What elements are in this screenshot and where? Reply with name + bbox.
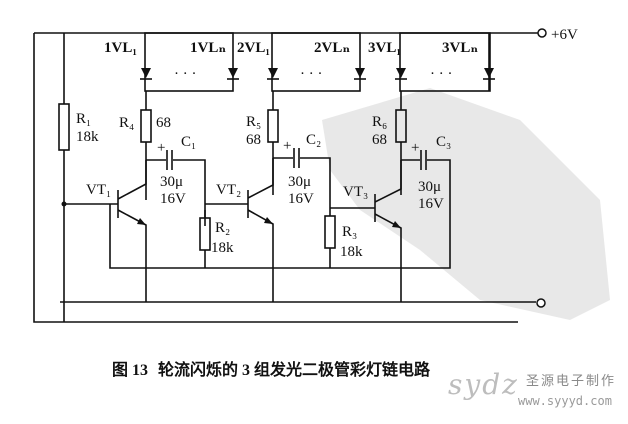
c3-wires bbox=[109, 159, 451, 269]
ground-terminal bbox=[536, 298, 546, 308]
led-label-2vln: 2VLₙ bbox=[314, 40, 350, 56]
c3-plates bbox=[420, 150, 427, 170]
watermark-url: www.syyyd.com bbox=[518, 394, 612, 408]
c1-name: C₁ bbox=[181, 134, 196, 150]
led-group-3-box bbox=[399, 32, 491, 92]
c3-name: C₃ bbox=[436, 134, 451, 150]
r4-resistor bbox=[140, 109, 152, 143]
c2-voltage: 16V bbox=[288, 191, 314, 207]
led-symbols bbox=[140, 68, 495, 80]
r5-value: 68 bbox=[246, 132, 261, 148]
r1-resistor bbox=[58, 103, 70, 151]
r1-name: R₁ bbox=[76, 111, 91, 127]
watermark-logo: sydz bbox=[448, 368, 519, 401]
c3-plus: + bbox=[411, 140, 419, 156]
led-label-1vln: 1VLₙ bbox=[190, 40, 226, 56]
r4-name: R₄ bbox=[119, 115, 134, 131]
c2-wires bbox=[273, 157, 331, 216]
r3-name: R₃ bbox=[342, 224, 357, 240]
junction bbox=[61, 201, 67, 207]
led-group-2-box bbox=[271, 32, 361, 92]
figure-caption: 图 13 轮流闪烁的 3 组发光二极管彩灯链电路 bbox=[112, 356, 436, 380]
r6-name: R₆ bbox=[372, 114, 387, 130]
r1-value: 18k bbox=[76, 129, 99, 145]
c2-plus: + bbox=[283, 138, 291, 154]
led-label-1vl1: 1VL₁ bbox=[104, 40, 137, 56]
c1-plus: + bbox=[157, 140, 165, 156]
vt3-label: VT₃ bbox=[343, 184, 368, 200]
figure-number: 图 13 bbox=[112, 362, 149, 379]
supply-terminal bbox=[537, 28, 547, 38]
r3-value: 18k bbox=[340, 244, 363, 260]
c2-value: 30μ bbox=[288, 174, 311, 190]
vt2-label: VT₂ bbox=[216, 182, 241, 198]
c3-value: 30μ bbox=[418, 179, 441, 195]
c2-name: C₂ bbox=[306, 132, 321, 148]
led-label-2vl1: 2VL₁ bbox=[237, 40, 270, 56]
vt1-label: VT₁ bbox=[86, 182, 111, 198]
led-dots-1: · · · bbox=[174, 66, 197, 82]
r5-resistor bbox=[267, 109, 279, 143]
r3-resistor bbox=[324, 215, 336, 249]
vt1-transistor bbox=[117, 160, 147, 302]
supply-label: +6V bbox=[551, 27, 578, 43]
vt2-transistor bbox=[205, 158, 274, 302]
figure-title: 轮流闪烁的 3 组发光二极管彩灯链电路 bbox=[158, 362, 431, 379]
c2-plates bbox=[293, 148, 300, 168]
c3-voltage: 16V bbox=[418, 196, 444, 212]
watermark-name: 圣源电子制作 bbox=[526, 374, 617, 389]
r6-value: 68 bbox=[372, 132, 387, 148]
led-label-3vl1: 3VL₁ bbox=[368, 40, 401, 56]
c1-value: 30μ bbox=[160, 174, 183, 190]
r2-value: 18k bbox=[211, 240, 234, 256]
left-outer-wire bbox=[33, 33, 518, 323]
vt3-transistor bbox=[330, 160, 402, 302]
r5-name: R₅ bbox=[246, 114, 261, 130]
led-dots-2: · · · bbox=[300, 66, 323, 82]
c1-voltage: 16V bbox=[160, 191, 186, 207]
c1-plates bbox=[166, 150, 173, 170]
r4-value: 68 bbox=[156, 115, 171, 131]
led-group-1-box bbox=[144, 32, 234, 92]
led-dots-3: · · · bbox=[430, 66, 453, 82]
r2-name: R₂ bbox=[215, 220, 230, 236]
led-label-3vln: 3VLₙ bbox=[442, 40, 478, 56]
seal-watermark bbox=[322, 88, 610, 320]
